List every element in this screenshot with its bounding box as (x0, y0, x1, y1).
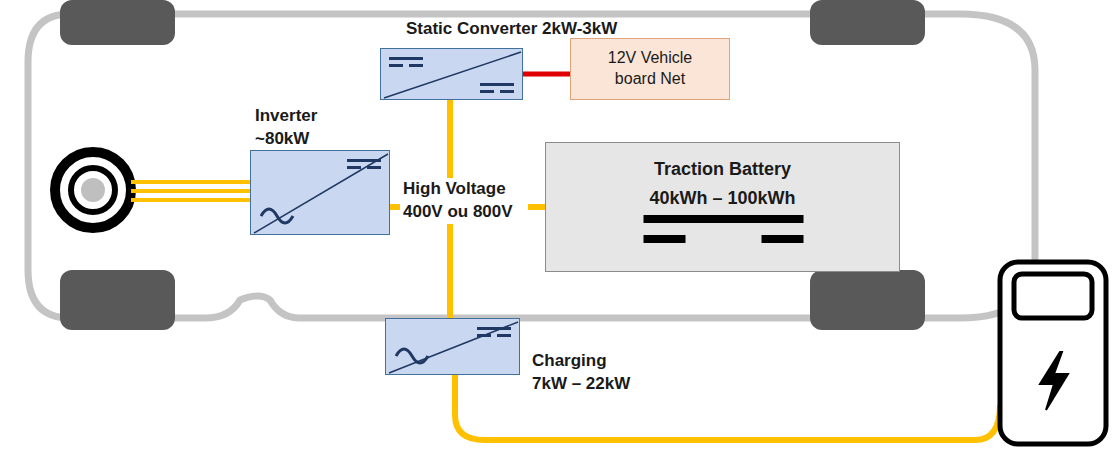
component-label: 12V Vehicle board Net (598, 48, 702, 90)
inverter-box: Inverter ~80kW (250, 150, 390, 235)
wheel (810, 0, 925, 45)
charging-station (1000, 262, 1106, 444)
battery-box: Traction Battery 40kWh – 100kWh (545, 142, 900, 272)
charger-box: Charging 7kW – 22kW (385, 318, 520, 375)
component-heading: Charging 7kW – 22kW (532, 350, 640, 396)
component-label: Traction Battery 40kWh – 100kWh (643, 155, 803, 213)
component-heading: Inverter ~80kW (255, 105, 339, 151)
wheel (60, 0, 175, 45)
converter-symbol (251, 151, 391, 236)
component-heading: Static Converter 2kW-3kW (406, 18, 617, 41)
board-net-box: 12V Vehicle board Net (570, 38, 730, 100)
power-connector (523, 72, 570, 77)
converter-symbol (381, 49, 524, 101)
electric-motor (55, 152, 131, 228)
bus-voltage-label: High Voltage 400V ou 800V (400, 178, 528, 224)
wheel (60, 270, 175, 330)
three-phase-wires (131, 182, 250, 200)
converter-symbol (386, 319, 521, 376)
wheel (810, 270, 925, 330)
converter-box: Static Converter 2kW-3kW (380, 48, 523, 100)
